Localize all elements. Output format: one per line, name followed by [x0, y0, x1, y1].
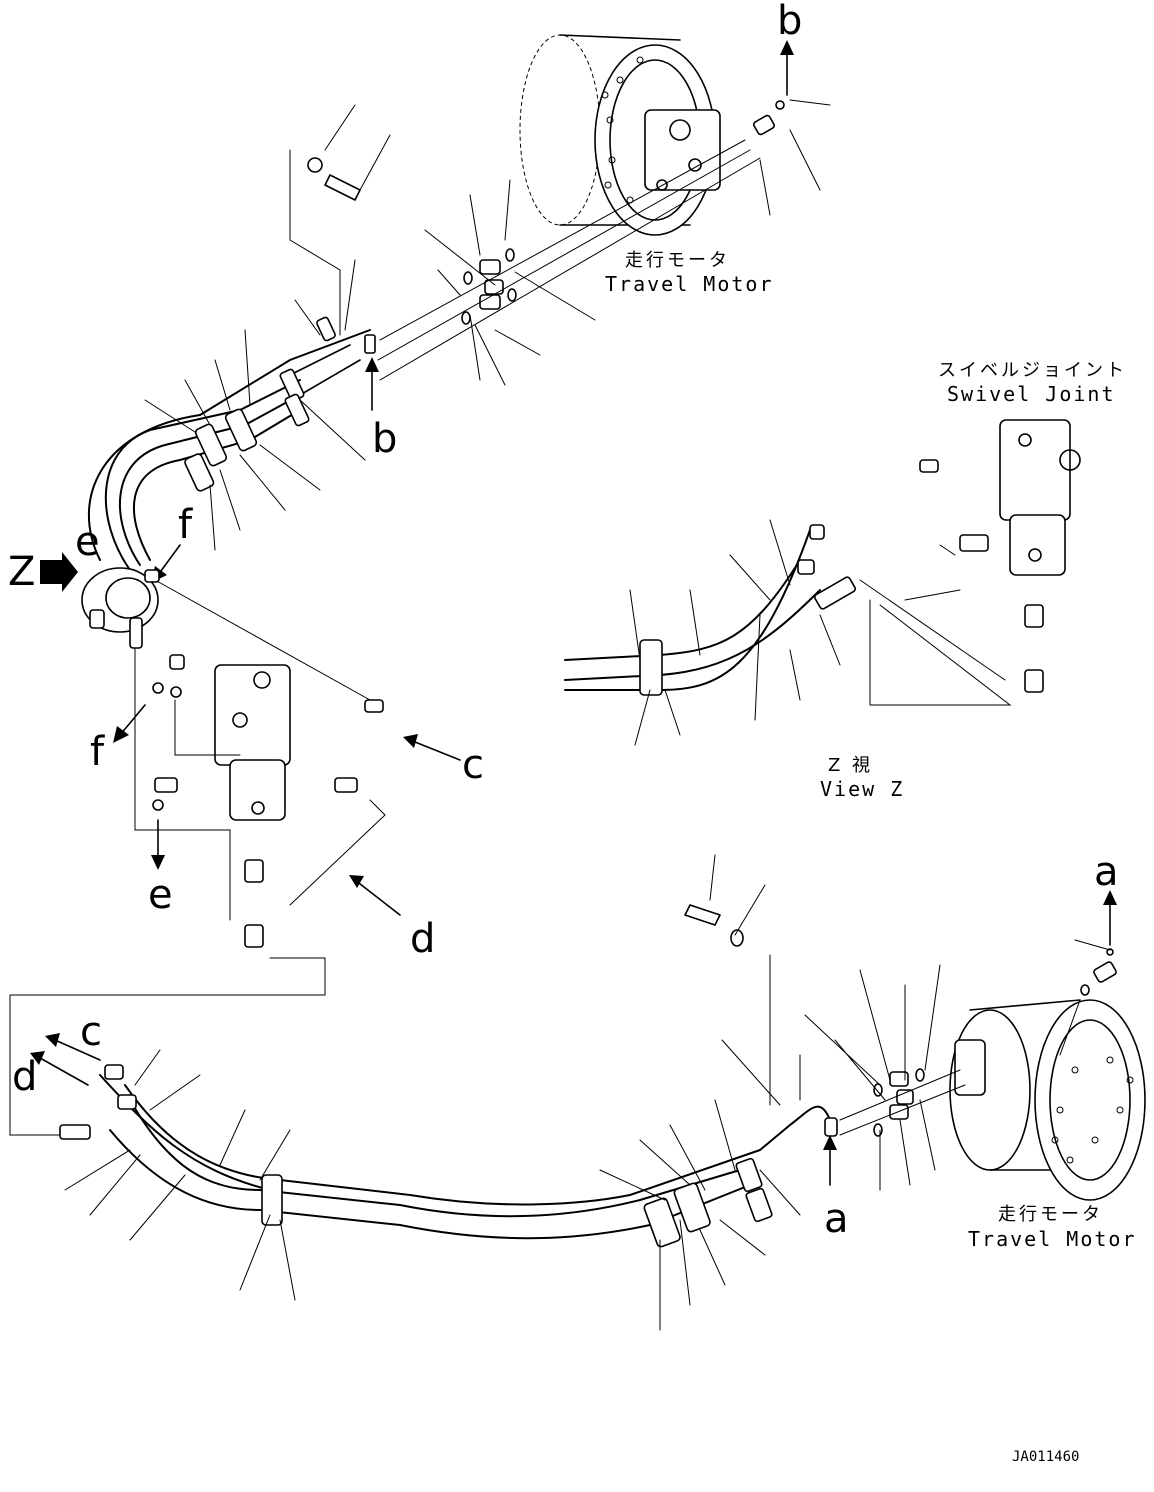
ref-label-d-left: d	[12, 1054, 37, 1100]
travel-motor-label-jp-bottom: 走行モータ	[998, 1204, 1103, 1225]
ref-label-b-mid: b	[372, 416, 397, 462]
hose-bundle-top	[87, 316, 376, 571]
travel-motor-bottom	[949, 999, 1146, 1201]
view-z-label-jp: Z 視	[828, 755, 873, 776]
z-rotary-fitting	[81, 567, 160, 649]
ref-label-c-left: c	[80, 1009, 102, 1055]
travel-motor-label-en-bottom: Travel Motor	[968, 1227, 1137, 1251]
fittings-top	[307, 100, 785, 381]
travel-motor-label-jp-top: 走行モータ	[625, 250, 730, 271]
swivel-joint-label-jp: スイベルジョイント	[938, 360, 1127, 381]
ref-label-f-top: f	[178, 502, 193, 548]
swivel-joint-view-z	[919, 419, 1081, 693]
z-marker-label: Z	[8, 549, 35, 595]
arrows	[30, 40, 1117, 1186]
fittings-bottom	[684, 904, 1117, 1137]
ref-label-a-bottom: a	[824, 1196, 849, 1242]
travel-motor-top	[519, 34, 721, 236]
ref-label-f-bottom: f	[90, 729, 105, 775]
hose-bundle-view-z	[564, 524, 857, 696]
swivel-joint-label-en: Swivel Joint	[947, 382, 1116, 406]
ref-label-e-top: e	[75, 519, 100, 565]
hose-bundle-bottom	[59, 1064, 838, 1248]
swivel-joint-main	[152, 654, 384, 948]
ref-label-d-mid: d	[410, 916, 435, 962]
ref-label-a-right: a	[1094, 849, 1119, 895]
ref-label-b-top: b	[777, 0, 802, 44]
connection-lines	[9, 99, 1111, 1331]
ref-label-e-bottom: e	[148, 872, 173, 918]
ref-label-c-mid: c	[462, 742, 484, 788]
drawing-id: JA011460	[1012, 1449, 1079, 1465]
view-z-label-en: View Z	[820, 777, 904, 801]
travel-motor-label-en-top: Travel Motor	[605, 272, 774, 296]
